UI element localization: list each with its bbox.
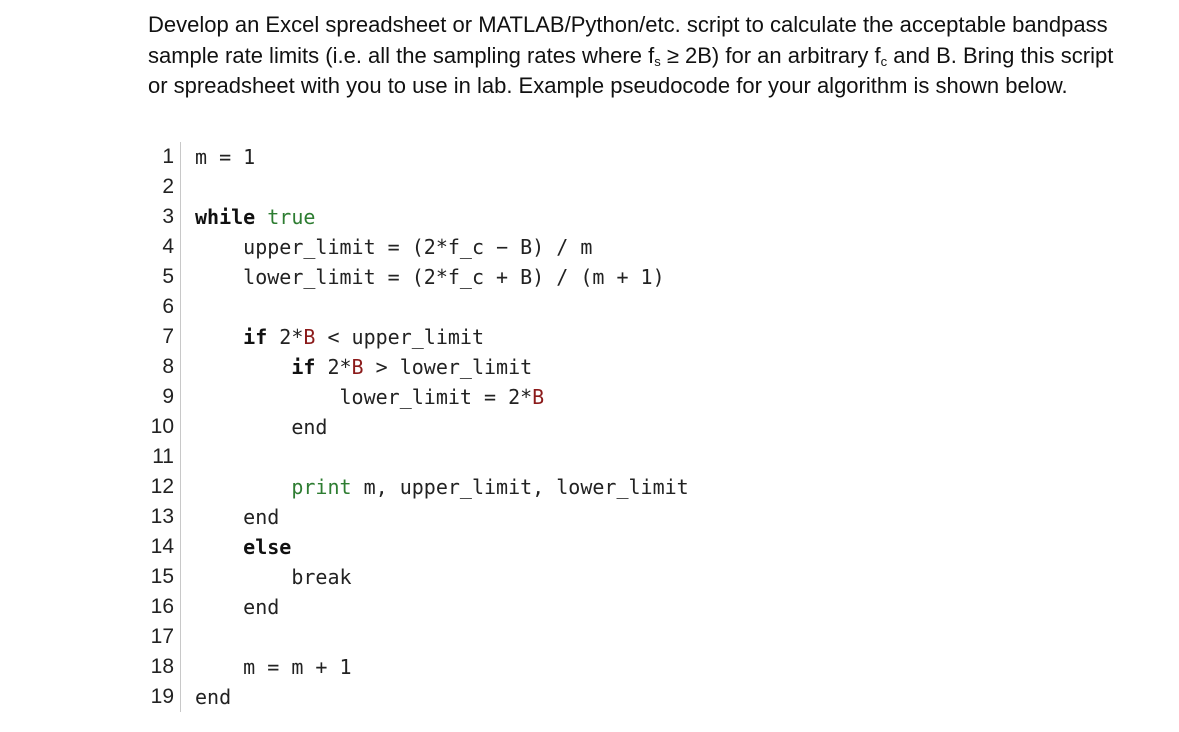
code-text: if 2*B < upper_limit [181,322,484,352]
code-line: 11 [140,442,900,472]
code-statement: end [243,595,280,619]
line-number: 19 [140,682,181,712]
line-number: 8 [140,352,181,382]
code-statement: break [291,565,352,589]
line-number: 5 [140,262,181,292]
code-line: 14 else [140,532,900,562]
code-statement: end [243,505,280,529]
code-fragment: lower_limit = 2* [339,385,533,409]
code-line: 16 end [140,592,900,622]
literal-true: true [267,205,316,229]
code-line: 19 end [140,682,900,712]
code-statement: lower_limit = (2*f_c + B) / (m + 1) [243,265,665,289]
code-text: end [181,682,231,712]
subscript-s: s [654,53,661,69]
code-statement: m = m + 1 [243,655,352,679]
code-line: 6 [140,292,900,322]
line-number: 16 [140,592,181,622]
code-text [181,622,195,652]
code-text [181,442,195,472]
code-fragment: m, upper_limit, lower_limit [351,475,689,499]
code-statement: end [195,685,232,709]
line-number: 13 [140,502,181,532]
line-number: 18 [140,652,181,682]
variable-b: B [351,355,364,379]
code-line: 10 end [140,412,900,442]
function-print: print [291,475,352,499]
line-number: 2 [140,172,181,202]
code-line: 12 print m, upper_limit, lower_limit [140,472,900,502]
line-number: 17 [140,622,181,652]
subscript-c: c [880,53,888,69]
line-number: 3 [140,202,181,232]
code-text: end [181,592,279,622]
line-number: 11 [140,442,181,472]
code-text: m = 1 [181,142,255,172]
line-number: 14 [140,532,181,562]
line-number: 10 [140,412,181,442]
code-text: while true [181,202,315,232]
code-line: 5 lower_limit = (2*f_c + B) / (m + 1) [140,262,900,292]
code-text: end [181,502,279,532]
line-number: 15 [140,562,181,592]
code-fragment: > lower_limit [363,355,533,379]
code-fragment: 2* [267,325,304,349]
code-line: 7 if 2*B < upper_limit [140,322,900,352]
line-number: 1 [140,142,181,172]
variable-b: B [303,325,316,349]
code-statement: upper_limit = (2*f_c − B) / m [243,235,593,259]
instructions-paragraph: Develop an Excel spreadsheet or MATLAB/P… [148,10,1138,102]
code-statement: end [291,415,328,439]
code-statement: m = 1 [195,145,256,169]
intro-text-3: and B. Bring this script or spreadsheet … [148,42,1114,99]
line-number: 4 [140,232,181,262]
code-text: upper_limit = (2*f_c − B) / m [181,232,592,262]
line-number: 12 [140,472,181,502]
keyword-if: if [243,325,268,349]
code-line: 8 if 2*B > lower_limit [140,352,900,382]
code-line: 17 [140,622,900,652]
code-text: break [181,562,352,592]
code-text: else [181,532,291,562]
code-text [181,172,195,202]
line-number: 9 [140,382,181,412]
code-fragment: < upper_limit [315,325,485,349]
code-line: 18 m = m + 1 [140,652,900,682]
code-text [181,292,195,322]
code-line: 15 break [140,562,900,592]
line-number: 6 [140,292,181,322]
code-line: 9 lower_limit = 2*B [140,382,900,412]
code-text: m = m + 1 [181,652,352,682]
code-text: if 2*B > lower_limit [181,352,532,382]
code-text: lower_limit = 2*B [181,382,545,412]
code-line: 4 upper_limit = (2*f_c − B) / m [140,232,900,262]
variable-b: B [532,385,545,409]
intro-text-2: ≥ 2B) for an arbitrary f [660,42,881,68]
code-text: print m, upper_limit, lower_limit [181,472,689,502]
code-line: 1 m = 1 [140,142,900,172]
keyword-if: if [291,355,316,379]
code-line: 13 end [140,502,900,532]
intro-text-1: Develop an Excel spreadsheet or MATLAB/P… [148,12,1108,68]
code-text: end [181,412,327,442]
line-number: 7 [140,322,181,352]
keyword-else: else [243,535,292,559]
code-fragment: 2* [315,355,352,379]
keyword-while: while [195,205,256,229]
code-line: 2 [140,172,900,202]
code-text: lower_limit = (2*f_c + B) / (m + 1) [181,262,665,292]
